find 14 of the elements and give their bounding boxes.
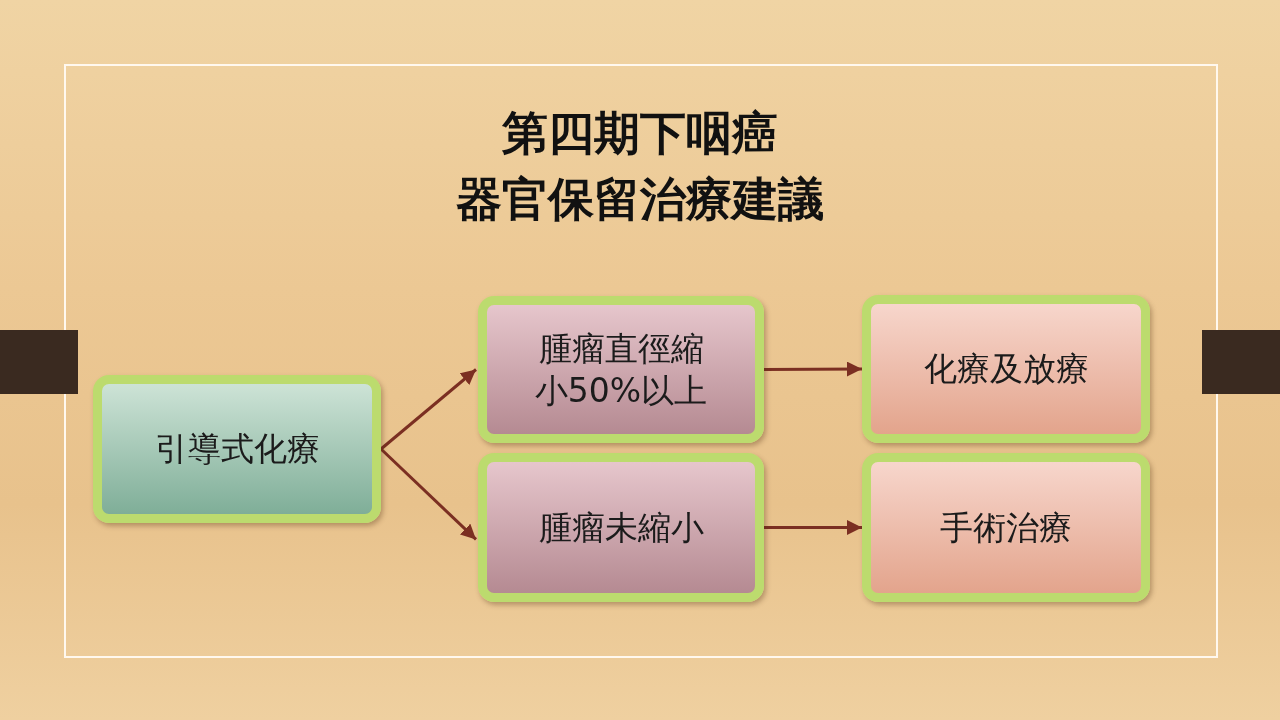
arrow — [764, 520, 862, 535]
process-box — [93, 375, 381, 523]
box-text: 腫瘤直徑縮小50%以上 — [533, 327, 709, 412]
box-text: 手術治療 — [940, 506, 1072, 549]
arrow — [380, 368, 477, 451]
box-text: 化療及放療 — [923, 348, 1089, 390]
arrow — [764, 361, 862, 377]
process-box — [862, 453, 1150, 602]
box-text: 引導式化療 — [154, 428, 320, 470]
title: 第四期下咽癌器官保留治療建議 — [455, 105, 825, 228]
box-text: 腫瘤未縮小 — [538, 506, 704, 549]
process-box — [478, 453, 764, 602]
process-box — [478, 296, 764, 443]
process-box — [862, 295, 1150, 443]
